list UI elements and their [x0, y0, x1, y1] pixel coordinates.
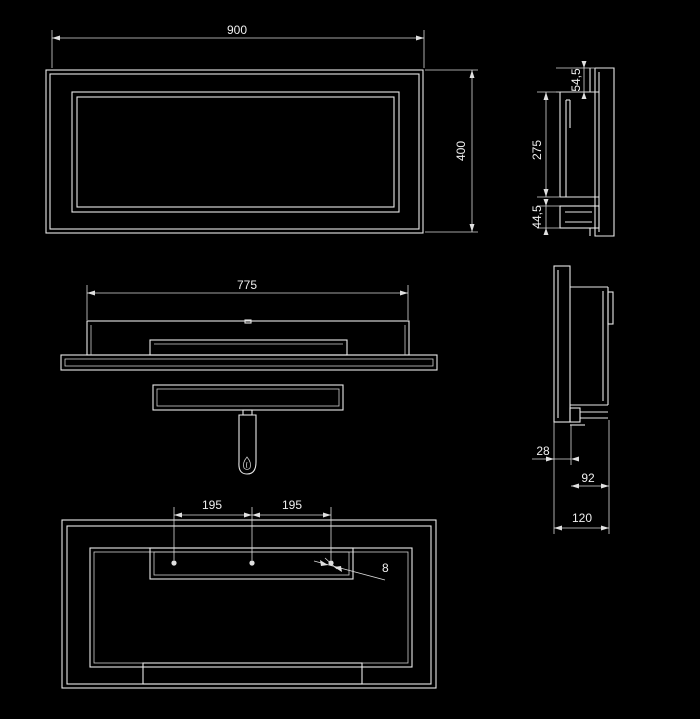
- dim-bracket-spacing: 195 195: [173, 498, 332, 560]
- dim-depth-body: 92: [571, 420, 610, 492]
- burner-insert: [152, 384, 344, 411]
- back-body: [89, 547, 413, 668]
- label-screw-diameter: 8: [382, 561, 389, 575]
- label-wall-gap: 28: [536, 444, 550, 458]
- dim-overall-height: 400: [425, 69, 478, 233]
- label-top-offset: 54,5: [569, 68, 583, 92]
- screw-hole-left: [171, 560, 177, 566]
- dim-top-offset: 54,5: [556, 61, 596, 99]
- label-bottom-offset: 44,5: [530, 205, 544, 229]
- front-glass-outer: [71, 91, 400, 213]
- top-view-base: [60, 354, 438, 371]
- front-outer-frame: [45, 69, 424, 234]
- dim-depth-total: 120: [553, 465, 610, 534]
- lighting-tool: [238, 409, 257, 475]
- top-view: [60, 319, 438, 371]
- top-view-tray: [149, 339, 348, 356]
- back-inner-frame: [66, 525, 432, 685]
- dim-screw-diameter: 8: [313, 557, 389, 581]
- label-inner-height: 275: [530, 140, 544, 160]
- label-overall-width: 900: [227, 23, 247, 37]
- dim-inner-height: 275: [530, 91, 560, 198]
- back-bottom-strip: [142, 662, 363, 685]
- dim-wall-gap: 28: [532, 422, 579, 465]
- front-view: [45, 69, 424, 234]
- label-bracket-left: 195: [202, 498, 222, 512]
- side-profile-view: [559, 67, 615, 237]
- screw-hole-center: [249, 560, 255, 566]
- back-view: [61, 519, 437, 689]
- label-depth-total: 120: [572, 511, 592, 525]
- dim-bottom-offset: 44,5: [530, 199, 560, 235]
- label-depth-body: 92: [581, 471, 595, 485]
- label-bracket-right: 195: [282, 498, 302, 512]
- dim-overall-width: 900: [51, 23, 425, 68]
- label-burner-width: 775: [237, 278, 257, 292]
- front-glass-inner: [76, 96, 395, 208]
- front-inner-frame: [49, 73, 420, 230]
- side-section-view: [553, 265, 614, 426]
- back-outer-frame: [61, 519, 437, 689]
- label-overall-height: 400: [454, 141, 468, 161]
- mounting-bracket: [149, 547, 354, 580]
- dim-burner-width: 775: [86, 278, 409, 320]
